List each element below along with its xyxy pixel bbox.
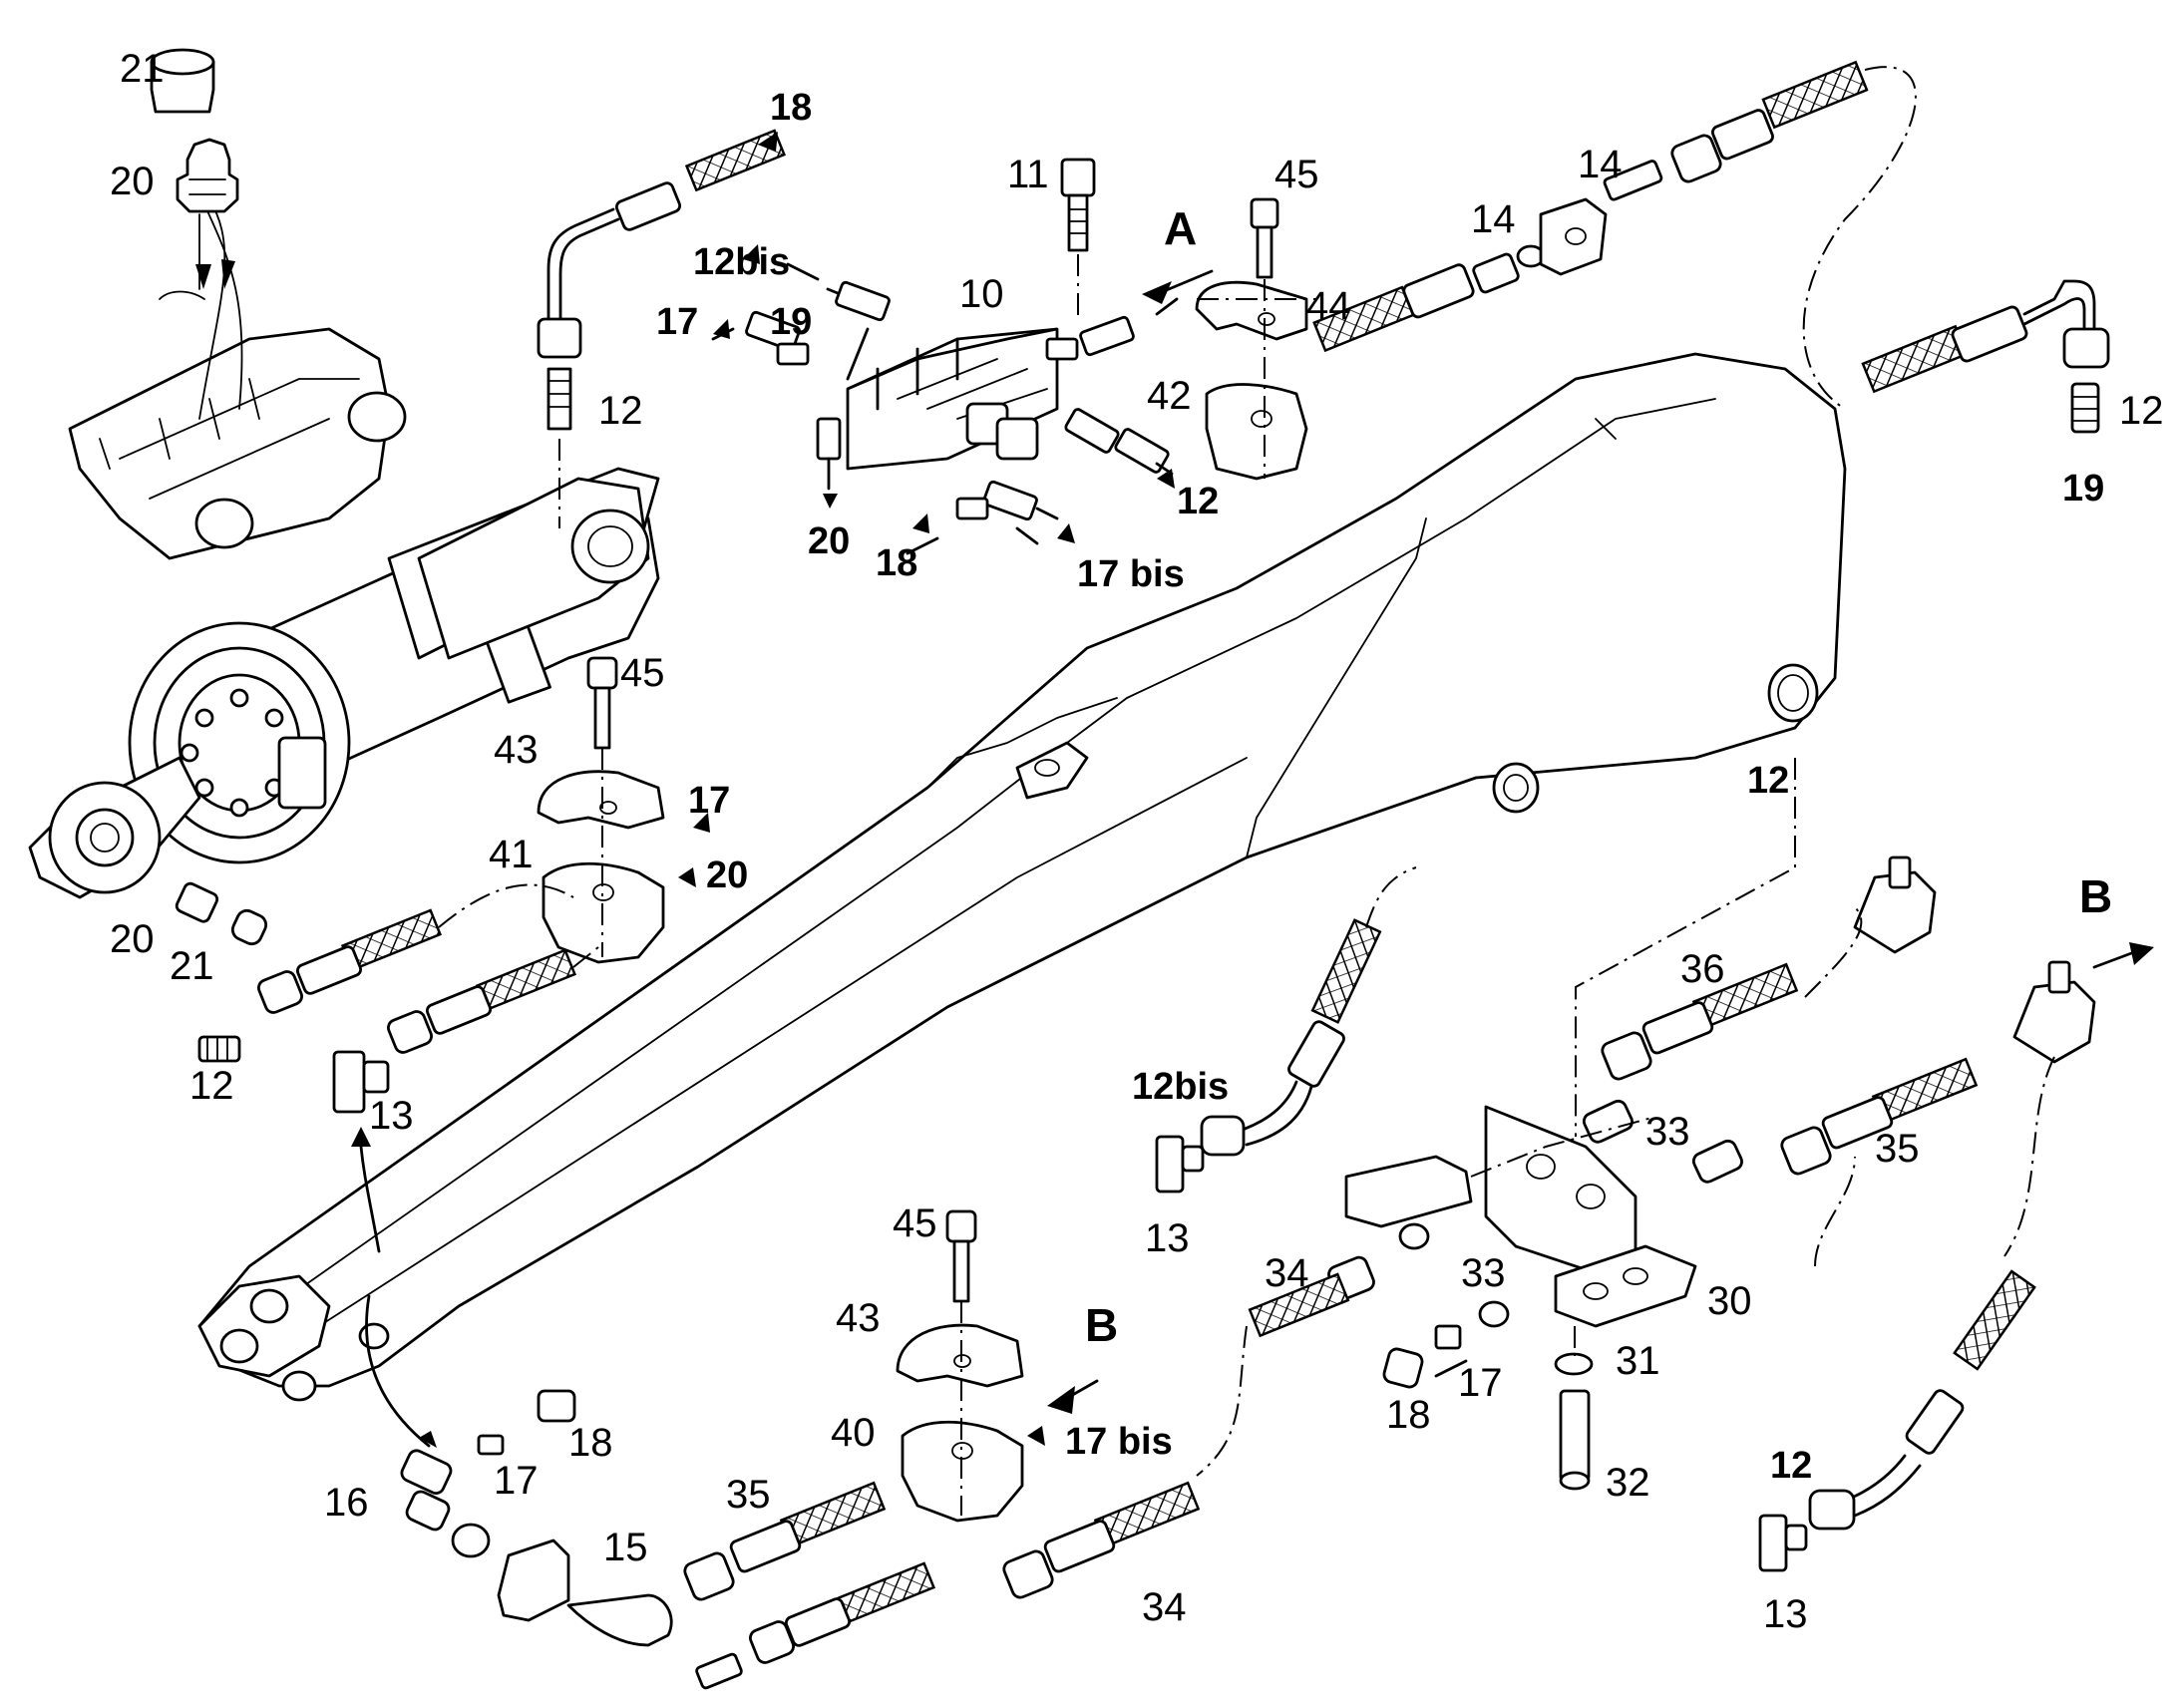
callout-30: 30 (1707, 1279, 1752, 1323)
callout-18: 18 (568, 1421, 613, 1465)
hose-35-lower (683, 1481, 936, 1690)
fittings-15-16-17-18 (365, 1294, 673, 1647)
callout-42: 42 (1147, 374, 1192, 418)
hose-right-elbow (1861, 279, 2110, 434)
callout-43: 43 (494, 728, 539, 772)
callout-labels: 21 20 18 12 11 A 12bis 10 17 19 20 18 17… (110, 47, 2164, 1636)
hose-34 (1002, 1255, 1468, 1599)
callout-34: 34 (1142, 1585, 1187, 1629)
callout-18: 18 (1386, 1393, 1431, 1437)
callout-43: 43 (836, 1296, 881, 1340)
callout-35: 35 (1875, 1127, 1920, 1171)
callout-34: 34 (1265, 1251, 1309, 1295)
callout-12-bold: 12 (1770, 1445, 1812, 1487)
callout-45: 45 (893, 1201, 937, 1245)
callout-11: 11 (1007, 153, 1049, 196)
callout-14: 14 (1471, 197, 1516, 241)
callout-12bis: 12bis (1132, 1066, 1229, 1108)
callout-35: 35 (726, 1473, 771, 1517)
callout-41: 41 (489, 833, 534, 876)
callout-A: A (1164, 202, 1197, 254)
callout-40: 40 (831, 1411, 876, 1455)
hose-36-35-right (1575, 758, 2154, 1257)
hose-center-12bis (1155, 866, 1417, 1194)
callout-17: 17 (494, 1459, 539, 1503)
hose-bottom-right-12-13 (1758, 1269, 2036, 1572)
callout-12: 12 (598, 389, 643, 433)
callout-21: 21 (120, 47, 165, 91)
callout-13: 13 (1763, 1592, 1808, 1636)
rod-eye-assembly (68, 198, 407, 560)
arrow-B-lower (1047, 1386, 1075, 1414)
hose-pair-left (257, 883, 599, 1054)
clamp-43-41-45-left (537, 656, 665, 964)
callout-33: 33 (1645, 1110, 1690, 1154)
callout-20-bold: 20 (706, 854, 748, 896)
callout-21: 21 (170, 944, 214, 988)
callout-18-bold: 18 (876, 542, 917, 584)
valve-block-10 (846, 327, 1059, 471)
callout-12-bold: 12 (1177, 481, 1219, 522)
bolt-11 (1060, 158, 1096, 319)
callout-12bis: 12bis (693, 241, 790, 283)
callout-19: 19 (770, 301, 812, 343)
hose-18-top (537, 129, 787, 528)
callout-20: 20 (110, 160, 155, 203)
hydraulic-cylinder (28, 467, 660, 899)
cap-21-top (150, 48, 215, 114)
callout-44: 44 (1306, 284, 1351, 328)
hardware-31-32-33 (1398, 1099, 1743, 1491)
callout-20: 20 (110, 917, 155, 961)
callout-12-bold: 12 (1747, 760, 1789, 802)
callout-45: 45 (620, 651, 665, 695)
callout-17: 17 (1458, 1361, 1503, 1405)
callout-B: B (2079, 870, 2112, 922)
callout-15: 15 (603, 1526, 648, 1569)
callout-33: 33 (1461, 1251, 1506, 1295)
callout-32: 32 (1606, 1461, 1650, 1505)
grease-nipple-20-top (176, 138, 239, 213)
callout-17: 17 (656, 301, 698, 343)
clamp-44-45-42 (1195, 197, 1308, 481)
callout-10: 10 (959, 272, 1004, 316)
callout-B: B (1085, 1299, 1118, 1351)
callout-16: 16 (324, 1481, 369, 1525)
callout-31: 31 (1616, 1339, 1660, 1383)
valve-fittings (711, 262, 1179, 555)
callout-19-bold: 19 (2062, 468, 2104, 510)
boom-arm (197, 352, 1847, 1402)
callout-17bis: 17 bis (1077, 553, 1185, 595)
callout-12: 12 (2119, 389, 2164, 433)
callout-13: 13 (1145, 1216, 1190, 1260)
hose-14-top-right (1312, 60, 1917, 410)
callout-18: 18 (770, 87, 812, 129)
bracket-30 (1344, 1105, 1697, 1328)
callout-17bis: 17 bis (1065, 1421, 1173, 1463)
callout-45: 45 (1274, 153, 1319, 196)
callout-36: 36 (1680, 947, 1725, 991)
callout-14: 14 (1578, 143, 1623, 186)
callout-12: 12 (189, 1064, 234, 1108)
fittings-20-21-12-13 (175, 881, 390, 1253)
callout-17-bold: 17 (688, 780, 730, 822)
callout-13: 13 (369, 1094, 414, 1138)
callout-20-bold: 20 (808, 520, 850, 562)
clamp-43-40-45-bottom (896, 1209, 1024, 1523)
